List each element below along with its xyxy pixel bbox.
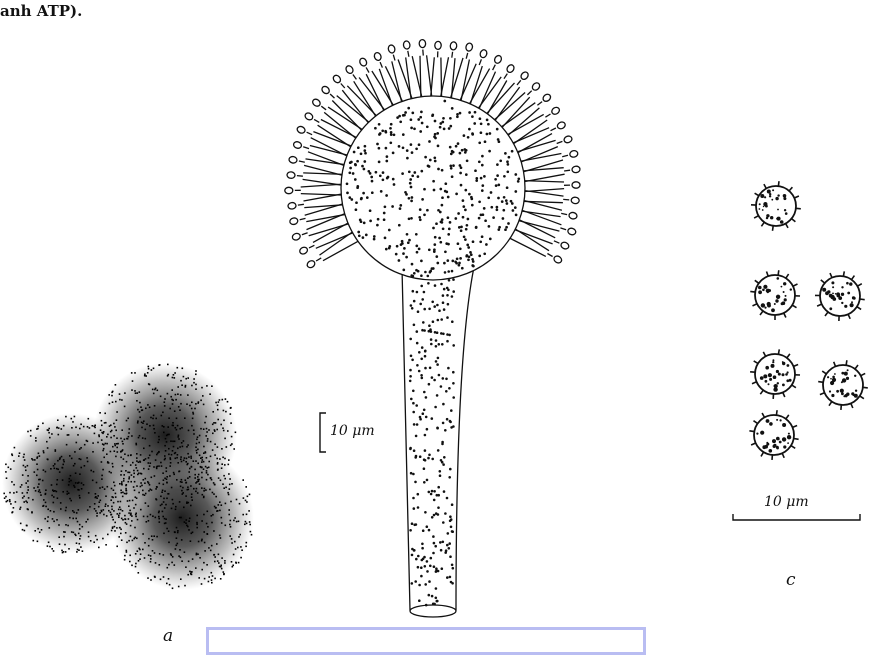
panel-b-conidiophore <box>285 39 581 617</box>
panel-c-scale-bar <box>733 514 860 520</box>
caption-frame <box>206 627 646 655</box>
panel-a-spore-cluster <box>2 363 254 590</box>
panel-c-label: c <box>786 570 796 590</box>
panel-b-scale-label: 10 μm <box>330 423 375 439</box>
panel-c-spores <box>749 181 867 460</box>
panel-c-scale-label: 10 μm <box>764 494 809 510</box>
panel-a-label: a <box>163 626 173 646</box>
